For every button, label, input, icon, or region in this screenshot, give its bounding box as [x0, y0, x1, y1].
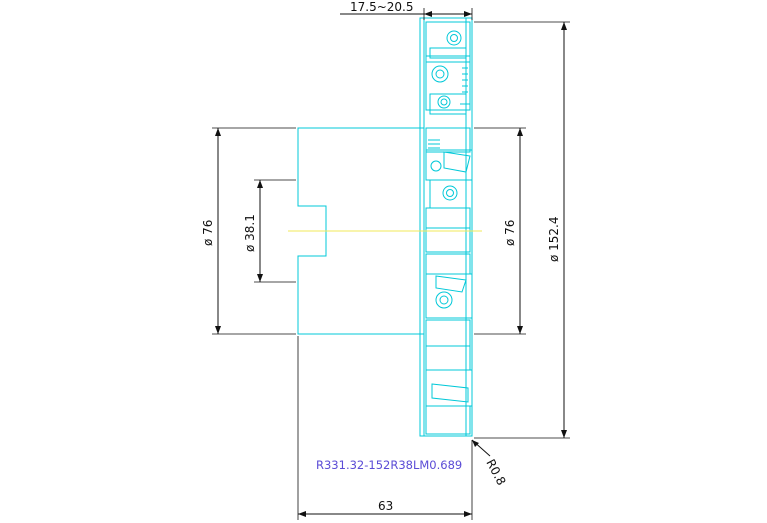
dim-left-outer-diameter: ø 76 [201, 127, 296, 335]
insert-pocket-9 [425, 253, 471, 275]
dim-right-outer-diameter-label: ø 152.4 [547, 216, 561, 262]
dim-top-width-label: 17.5~20.5 [350, 0, 414, 14]
insert-pocket-6 [429, 179, 467, 209]
dim-radius: R0.8 [471, 439, 509, 488]
cutter-outline [297, 17, 473, 437]
dim-bottom-width-label: 63 [378, 499, 393, 513]
insert-pocket-2 [425, 55, 471, 111]
insert-pocket-8 [425, 227, 471, 253]
insert-pocket-14 [425, 405, 471, 435]
flange-outline [419, 17, 473, 437]
dim-bottom-width: 63 [297, 336, 473, 520]
insert-pocket-5 [425, 149, 473, 181]
dim-right-outer-diameter: ø 152.4 [474, 21, 570, 439]
insert-pocket-11 [425, 319, 471, 347]
insert-pocket-10 [425, 273, 473, 319]
dim-right-inner-diameter: ø 76 [474, 127, 526, 335]
insert-pocket-4 [425, 127, 471, 153]
dim-top-width: 17.5~20.5 [340, 0, 473, 20]
insert-pocket-12 [425, 345, 471, 371]
dim-radius-label: R0.8 [483, 457, 508, 488]
insert-pocket-3 [429, 93, 467, 115]
dim-left-inner-diameter-label: ø 38.1 [243, 214, 257, 252]
dim-left-inner-diameter: ø 38.1 [243, 179, 296, 283]
dim-left-outer-diameter-label: ø 76 [201, 220, 215, 246]
dim-right-inner-diameter-label: ø 76 [503, 220, 517, 246]
insert-pocket-13 [425, 369, 473, 407]
insert-pocket-7 [425, 207, 471, 229]
insert-pocket-1 [425, 21, 471, 63]
part-number: R331.32-152R38LM0.689 [316, 458, 462, 472]
